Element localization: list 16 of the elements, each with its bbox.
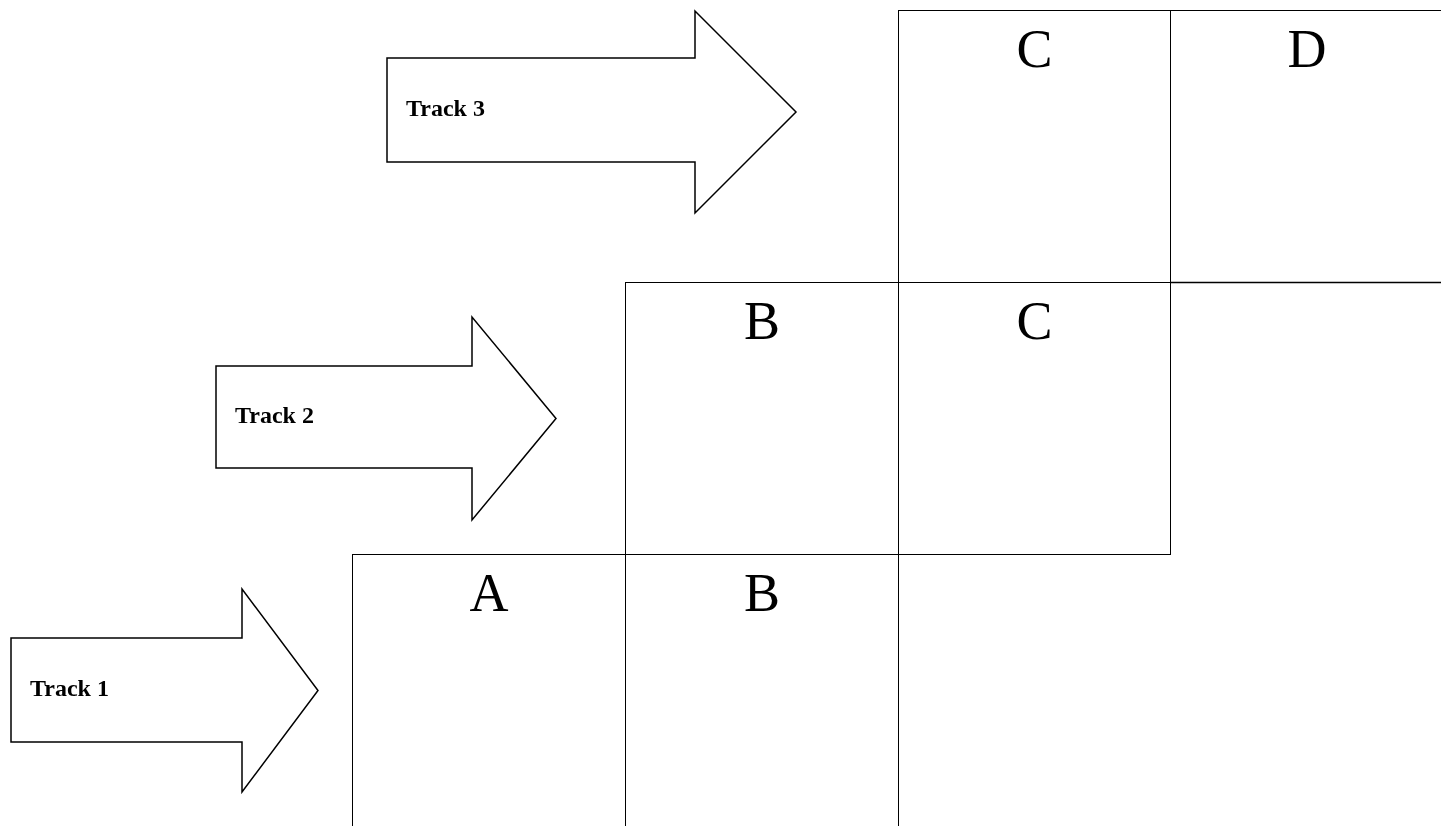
cell-letter: A — [468, 563, 510, 623]
cell-letter: C — [1015, 291, 1054, 351]
grid-cell — [352, 554, 626, 826]
arrow-label: Track 2 — [235, 401, 314, 429]
grid-cell — [898, 282, 1171, 555]
cell-letter: C — [1015, 19, 1054, 79]
cell-letter: D — [1286, 19, 1328, 79]
arrow-label: Track 3 — [406, 94, 485, 122]
cell-letter: B — [743, 563, 781, 623]
grid-cell — [625, 282, 899, 555]
cell-letter: B — [743, 291, 781, 351]
block-arrow — [386, 10, 797, 214]
arrow-label: Track 1 — [30, 674, 109, 702]
block-arrow — [215, 316, 557, 521]
grid-cell — [898, 10, 1171, 283]
block-arrow — [10, 588, 319, 793]
